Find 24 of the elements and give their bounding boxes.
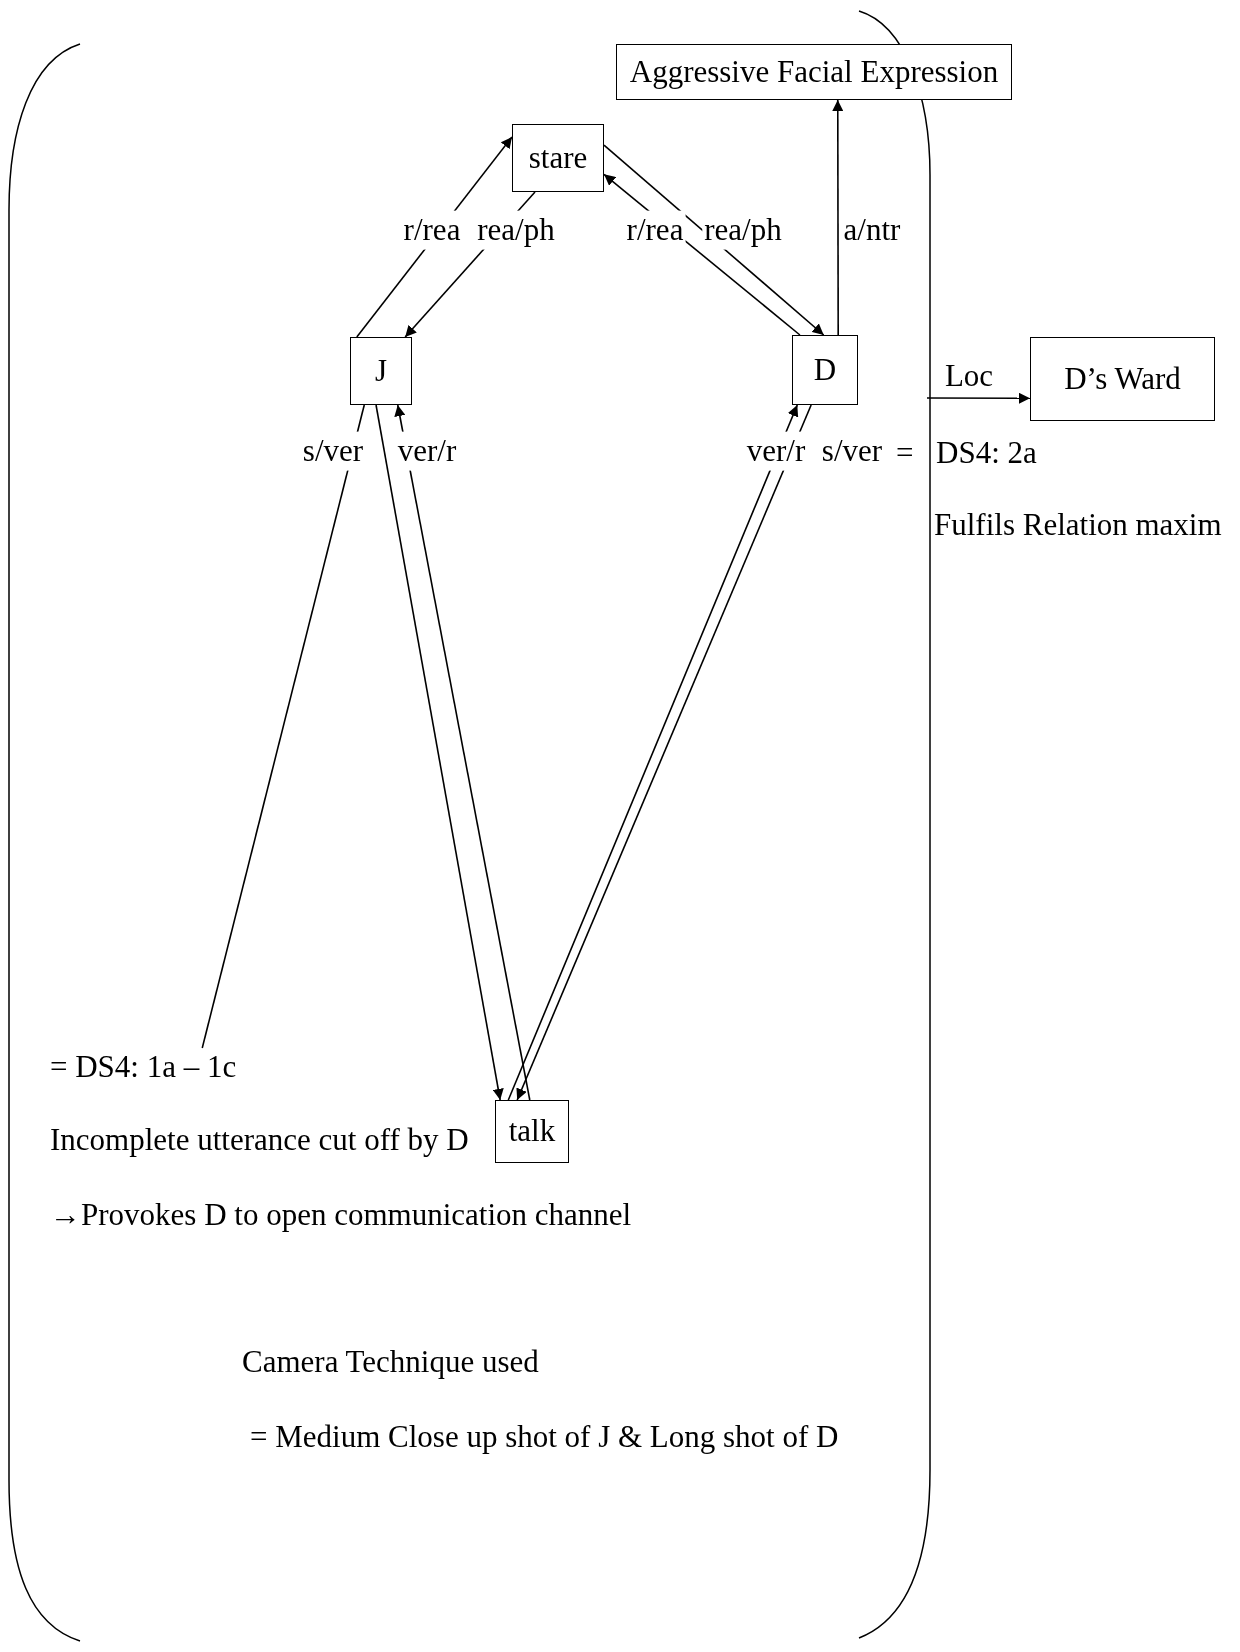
process-box: talk [495,1100,569,1163]
note-text: Camera Technique used [242,1343,539,1381]
edge-label: ver/r [744,431,808,471]
process-box: D’s Ward [1030,337,1215,421]
connector-line [201,404,366,1049]
note-text: = Medium Close up shot of J & Long shot of D [250,1418,839,1456]
note-text: Incomplete utterance cut off by D [50,1121,469,1159]
arrow [394,404,531,1101]
process-box: J [350,337,412,405]
arrow [375,404,504,1101]
note-text: Fulfils Relation maxim [934,506,1222,544]
note-text: = [896,434,914,472]
arrow [603,144,825,336]
process-box: Aggressive Facial Expression [616,44,1012,100]
process-box: D [792,335,858,405]
annotation-text: = DS4: 1a – 1c [50,1048,237,1087]
edge-label: rea/ph [475,210,557,250]
note-text: DS4: 2a [936,434,1037,472]
note-text: →Provokes D to open communication channel [50,1196,632,1234]
edge-label: r/rea [401,210,463,250]
arrow [926,392,1031,404]
process-box: stare [512,124,604,192]
edge-label: ver/r [395,431,459,471]
arrow [832,99,844,336]
